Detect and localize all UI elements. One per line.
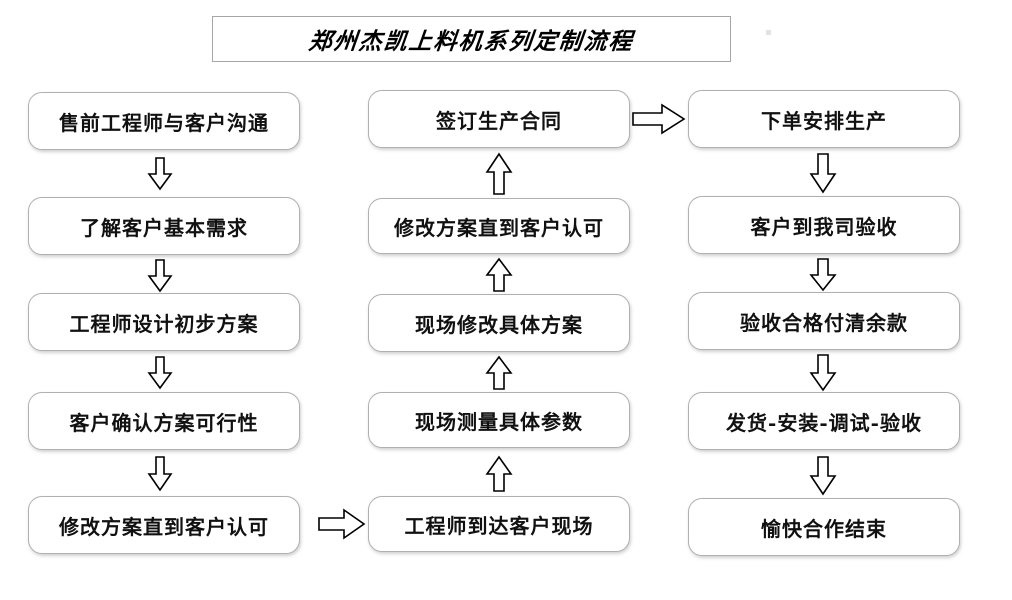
arrow-down-icon [808,258,838,292]
node-label: 修改方案直到客户认可 [59,514,269,539]
diagram-title: 郑州杰凯上料机系列定制流程 [307,28,636,55]
node-ship-install-commission-accept[interactable]: 发货-安装-调试-验收 [688,392,960,450]
arrow-down-icon [146,356,174,390]
arrow-down-icon [146,157,174,191]
node-label: 下单安排生产 [761,108,887,133]
node-onsite-revise-plan[interactable]: 现场修改具体方案 [368,294,630,352]
arrow-up-icon [484,355,514,391]
node-label: 客户到我司验收 [750,214,898,239]
arrow-down-icon [808,354,838,392]
node-engineer-arrives-onsite[interactable]: 工程师到达客户现场 [368,496,630,552]
node-label: 了解客户基本需求 [80,215,248,240]
node-pre-sales-communication[interactable]: 售前工程师与客户沟通 [28,92,300,150]
arrow-up-icon [484,455,514,493]
node-label: 客户确认方案可行性 [69,410,259,435]
node-understand-requirements[interactable]: 了解客户基本需求 [28,197,300,255]
node-label: 签订生产合同 [436,108,562,133]
node-label: 愉快合作结束 [761,516,887,541]
arrow-down-icon [146,259,174,293]
node-place-order-schedule-production[interactable]: 下单安排生产 [688,90,960,148]
arrow-right-icon [318,507,366,541]
node-label: 售前工程师与客户沟通 [59,110,269,135]
node-label: 验收合格付清余款 [740,310,908,335]
diagram-title-box: 郑州杰凯上料机系列定制流程 [212,16,731,62]
node-label: 工程师设计初步方案 [69,311,259,336]
node-label: 工程师到达客户现场 [404,513,594,538]
node-label: 现场测量具体参数 [415,409,583,434]
node-cooperation-complete[interactable]: 愉快合作结束 [688,498,960,556]
watermark-artifact [766,30,771,35]
arrow-down-icon [808,456,838,496]
node-customer-inspection-at-factory[interactable]: 客户到我司验收 [688,196,960,254]
arrow-up-icon [484,257,514,293]
arrow-down-icon [808,152,838,194]
node-onsite-measure-parameters[interactable]: 现场测量具体参数 [368,392,630,448]
node-revise-until-approved-1[interactable]: 修改方案直到客户认可 [28,496,300,554]
arrow-down-icon [146,456,174,492]
node-customer-confirm-feasibility[interactable]: 客户确认方案可行性 [28,392,300,450]
node-pay-balance-after-acceptance[interactable]: 验收合格付清余款 [688,292,960,350]
node-engineer-initial-design[interactable]: 工程师设计初步方案 [28,293,300,351]
node-label: 现场修改具体方案 [415,312,583,337]
arrow-up-icon [484,152,514,196]
node-label: 修改方案直到客户认可 [394,215,604,240]
arrow-right-icon [632,102,686,136]
node-sign-production-contract[interactable]: 签订生产合同 [368,90,630,148]
node-revise-until-approved-2[interactable]: 修改方案直到客户认可 [368,198,630,254]
node-label: 发货-安装-调试-验收 [726,410,922,435]
